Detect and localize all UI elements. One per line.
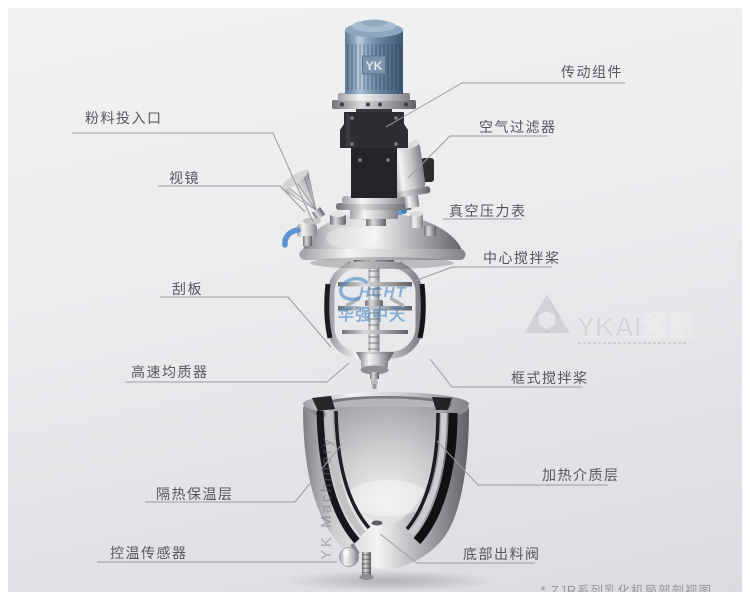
brand-right-text: YKAI意凯 [577,311,696,342]
leader-sight-glass [158,185,306,213]
brand-swoosh-icon [338,276,368,302]
leader-center-paddle [414,266,552,282]
leader-drive-assembly [385,82,625,128]
valve-handle-blue-left [282,227,301,248]
brand-watermark-center: HCHT 华强中天 [338,276,407,324]
leader-insulation [145,443,343,503]
scraper-strip-right [417,283,426,339]
sensor-ball [339,547,359,567]
leader-homogenizer [125,362,350,383]
pinwheel-logo-icon [524,294,570,334]
transmission-bolts [350,116,398,162]
motor-badge-text: YK [366,59,383,73]
leader-heating-layer [436,440,608,486]
callout-air-filter: 空气过滤器 [479,119,557,135]
callout-temp-sensor: 控温传感器 [110,545,188,561]
motor-base-bolts [340,102,408,107]
scraper-strip-left [324,283,333,339]
leader-powder-inlet [72,132,314,223]
callout-scraper: 刮板 [172,281,203,297]
callout-frame-paddle: 框式搅拌桨 [511,370,589,386]
callout-sight-glass: 视镜 [169,170,200,186]
leader-frame-paddle [429,358,582,388]
callout-bottom-valve: 底部出料阀 [463,546,541,562]
leader-bottom-valve [379,533,535,564]
callout-insulation: 隔热保温层 [156,486,234,502]
figure-footnote: * ZJR系列乳化机局部剖视图 [540,584,712,598]
motor-nameplate [362,55,386,75]
callout-heating-layer: 加热介质层 [542,467,620,483]
bottom-discharge-valve [339,542,374,580]
transmission-column [340,106,408,198]
lid-assembly [281,169,466,269]
brand-center-cn: 华强中天 [338,305,406,324]
leader-scraper [160,296,332,348]
callout-center-paddle: 中心搅拌桨 [483,250,561,266]
leader-lines [72,82,625,564]
callout-vacuum-gauge: 真空压力表 [449,203,527,219]
sight-glass-fitting [330,211,346,225]
motor: YK [332,19,416,109]
callout-drive-assembly: 传动组件 [561,64,623,80]
brand-watermark-right: YKAI意凯 [524,294,696,344]
brand-center-latin: HCHT [359,284,407,301]
callout-homogenizer: 高速均质器 [131,364,209,380]
vessel-kettle: YK Machinery [303,392,469,580]
homogenizer-head [360,354,389,389]
rim-cut-left [312,396,335,411]
lid-rim [299,249,466,260]
callout-powder-inlet: 粉料投入口 [85,110,163,126]
rim-cut-right [432,397,452,410]
lid-port-right [410,214,423,228]
powder-inlet-fitting [281,169,326,221]
cutaway-layers-left [316,410,371,544]
leader-air-filter [407,135,548,179]
vessel-watermark-text: YK Machinery [318,436,335,559]
ground-shadow [285,570,495,592]
cutaway-layers-right [405,412,458,545]
lid-valve-left [282,224,317,248]
